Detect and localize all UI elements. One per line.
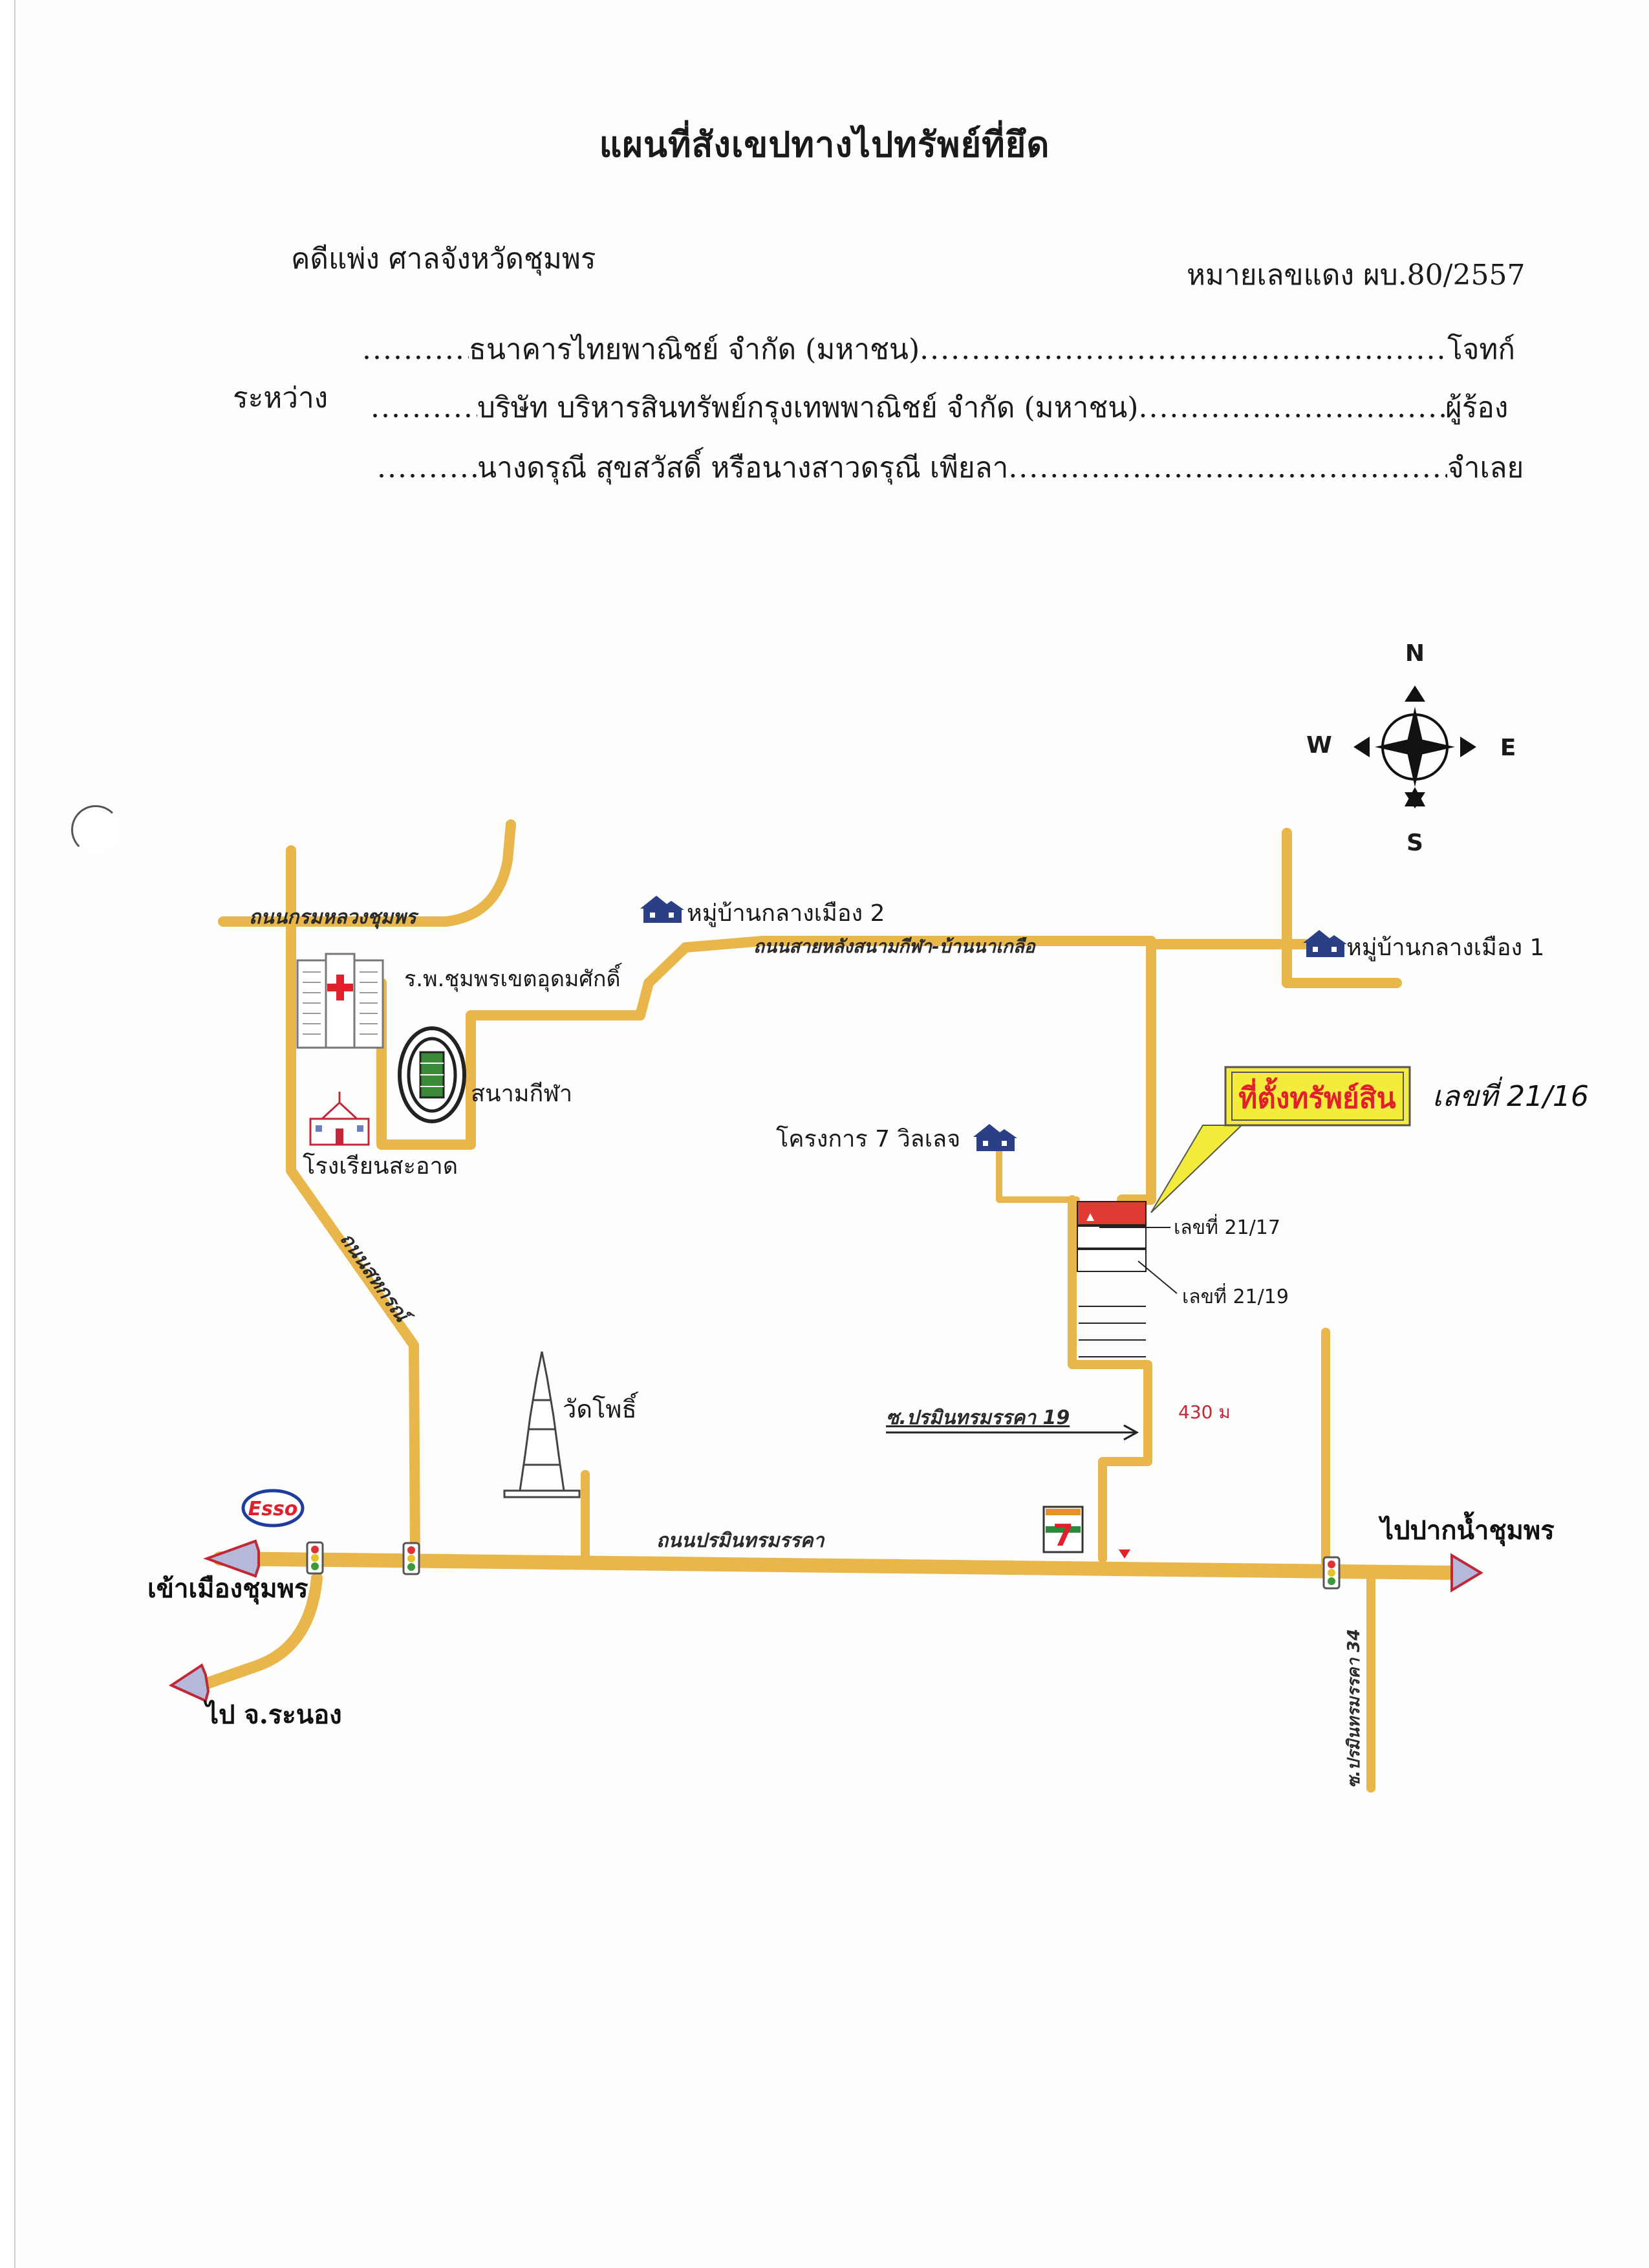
label-house-21-17: เลขที่ 21/17 [1174,1214,1280,1239]
label-stadium: สนามกีฬา [471,1081,572,1107]
dot-leader: .......................... [371,391,477,424]
road-hospital-loop [376,936,1156,1205]
road-label-poramin: ถนนปรมินทรมรรคา [656,1529,825,1552]
esso-logo-icon: Esso [241,1489,305,1528]
compass-n: N [1405,640,1425,667]
label-village-2: หมู่บ้านกลางเมือง 2 [687,900,885,927]
between-label: ระหว่าง [233,382,329,415]
label-village-1: หมู่บ้านกลางเมือง 1 [1346,934,1544,962]
traffic-light [402,1542,420,1575]
arrow-to-ranong [168,1663,210,1703]
road-property-lane [1068,1195,1152,1563]
property-plot-target [1077,1201,1147,1226]
label-to-paknam: ไปปากน้ำชุมพร [1378,1511,1555,1547]
property-plot [1077,1226,1147,1249]
callout-label: ที่ตั้งทรัพย์สิน [1238,1077,1396,1115]
compass-rose-icon [1353,686,1476,808]
party-name: ธนาคารไทยพาณิชย์ จำกัด (มหาชน) [469,333,920,366]
road-krom-luang [218,819,516,927]
label-house-21-19: เลขที่ 21/19 [1182,1283,1289,1308]
party-defendant: .......................... นางดรุณี สุขส… [377,445,1447,490]
dot-leader: ........................................… [1138,391,1445,424]
page-left-edge [0,0,16,2268]
road-7-village [996,1141,1080,1203]
label-distance: 430 ม [1178,1401,1231,1423]
label-school: โรงเรียนสะอาด [303,1152,458,1180]
party-name: บริษัท บริหารสินทรัพย์กรุงเทพพาณิชย์ จำก… [477,391,1139,424]
party-petitioner: .......................... บริษัท บริหาร… [371,385,1445,430]
road-network [188,819,1462,1793]
road-label-sahakorn: ถนนสหกรณ์ [335,1229,415,1330]
dot-leader: .......................... [362,333,469,366]
road-label-sai-lang: ถนนสายหลังสนามกีฬา-บ้านนาเกลือ [753,936,1037,957]
esso-text: Esso [248,1498,298,1520]
location-marker-icon [1119,1550,1130,1559]
arrow-to-paknam [1450,1553,1483,1593]
road-left-vertical [286,845,420,1564]
label-project-7-village: โครงการ 7 วิลเลจ [776,1125,960,1152]
road-ranong [188,1572,323,1694]
property-callout: ที่ตั้งทรัพย์สิน [1150,1066,1411,1213]
house-icon [973,1124,1017,1151]
school-icon [309,1092,370,1146]
road-poramin [213,1551,1462,1580]
dot-leader: .......................... [377,451,477,484]
property-plots [1077,1201,1178,1357]
traffic-light [1322,1556,1341,1590]
party-role: จำเลย [1447,451,1524,484]
label-to-ranong: ไป จ.ระนอง [203,1700,342,1730]
house-icon [1303,930,1347,957]
compass-s: S [1406,830,1423,856]
road-label-krom-luang: ถนนกรมหลวงชุมพร [249,906,420,929]
seven-eleven-icon: 7 [1042,1506,1084,1553]
dot-leader: ........................................… [1008,451,1447,484]
stadium-icon [398,1026,466,1123]
seven-eleven-text: 7 [1053,1518,1073,1553]
direction-arrows [168,1539,1483,1703]
party-name: นางดรุณี สุขสวัสดิ์ หรือนางสาวดรุณี เพีย… [477,451,1009,484]
case-type: คดีแพ่ง ศาลจังหวัดชุมพร [291,243,596,275]
party-role: โจทก์ [1447,333,1516,366]
road-label-soi-34: ซ.ปรมินทรมรรคา 34 [1344,1629,1364,1788]
case-number: หมายเลขแดง ผบ.80/2557 [1187,259,1525,292]
traffic-light [306,1541,324,1575]
handwritten-note: เลขที่ 21/16 [1432,1076,1589,1113]
label-hospital: ร.พ.ชุมพรเขตอุดมศักดิ์ [404,962,622,992]
page-title: แผนที่สังเขปทางไปทรัพย์ที่ยึด [599,124,1050,165]
temple-icon [503,1351,581,1498]
arrow-to-city [203,1539,260,1578]
compass-e: E [1500,735,1516,761]
label-temple: วัดโพธิ์ [563,1391,639,1423]
arrow-soi-19-icon [886,1424,1139,1441]
label-to-city: เข้าเมืองชุมพร [147,1573,308,1605]
hospital-icon [296,953,384,1049]
punch-hole [71,805,120,854]
house-icon [640,896,684,923]
party-role: ผู้ร้อง [1445,391,1509,424]
road-label-soi-19: ซ.ปรมินทรมรรคา 19 [886,1407,1070,1429]
property-plot [1077,1249,1147,1272]
compass-w: W [1306,732,1332,759]
road-village1 [1282,828,1402,988]
dot-leader: ........................................… [920,333,1449,366]
party-plaintiff: .......................... ธนาคารไทยพาณิ… [362,327,1449,372]
